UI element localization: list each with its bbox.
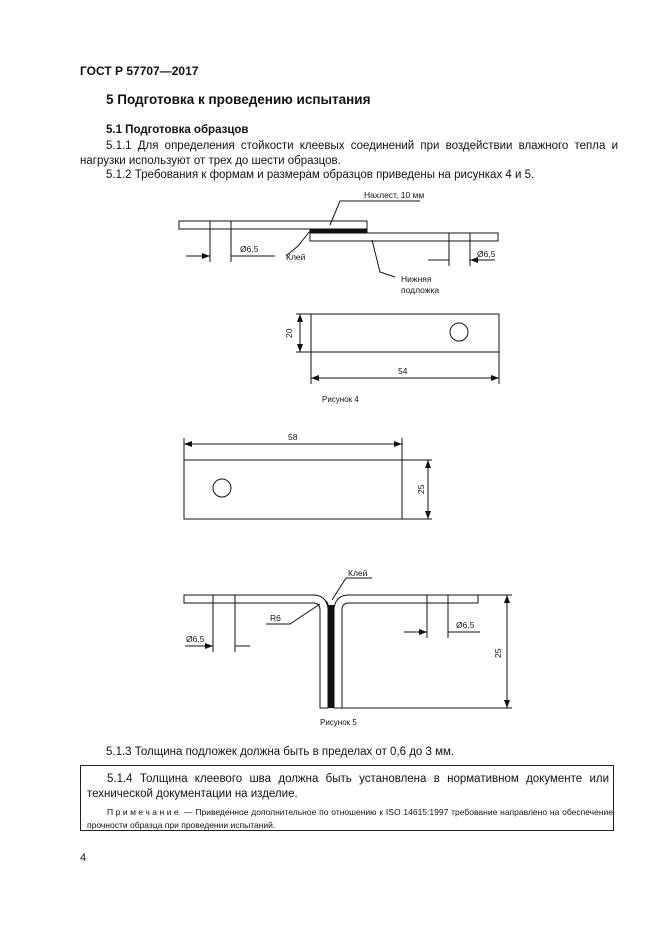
figure5-caption: Рисунок 5	[320, 718, 357, 727]
fig5-radius-label: R6	[270, 613, 281, 623]
fig5-dim-vertical: 25	[493, 648, 503, 658]
overlap-label: Нахлест, 10 мм	[364, 190, 424, 200]
fig5-glue-label: Клей	[348, 568, 368, 578]
fig5-hole	[212, 478, 232, 498]
fig4-hole-left-label: Ø6,5	[240, 244, 259, 254]
page-number: 4	[80, 852, 87, 864]
fig5-left-substrate	[183, 594, 329, 709]
lower-substrate-label-2: подложка	[401, 285, 439, 295]
fig4-dim-height: 20	[284, 328, 294, 338]
paragraph-5-1-1: 5.1.1 Для определения стойкости клеевых …	[80, 140, 618, 167]
fig5-dim-length: 58	[288, 432, 298, 442]
note-label: Примечание	[107, 807, 182, 817]
figure4-side-view	[178, 200, 499, 278]
upper-substrate	[178, 220, 368, 230]
note-text: — Приведенное дополнительное по отношени…	[87, 807, 613, 830]
figure5-plan-view	[183, 438, 432, 520]
figure4-plan-view	[296, 313, 500, 384]
fig5-hole-left-label: Ø6,5	[186, 634, 205, 644]
lower-substrate	[309, 232, 499, 242]
fig5-dim-height: 25	[416, 484, 426, 494]
fig4-hole	[449, 322, 469, 342]
document-header: ГОСТ Р 57707—2017	[80, 64, 199, 78]
adhesive-layer	[309, 228, 368, 234]
fig4-plate	[310, 313, 500, 353]
note: Примечание — Приведенное дополнительное …	[81, 806, 613, 832]
fig4-hole-right-label: Ø6,5	[477, 249, 496, 259]
fig5-adhesive	[328, 605, 334, 708]
added-requirement-box: 5.1.4 Толщина клеевого шва должна быть у…	[80, 765, 614, 831]
fig5-right-substrate	[333, 594, 479, 709]
paragraph-5-1-4: 5.1.4 Толщина клеевого шва должна быть у…	[87, 773, 609, 800]
fig5-hole-right-label: Ø6,5	[456, 620, 475, 630]
fig4-glue-label: Клей	[286, 252, 306, 262]
figure5-side-view	[183, 577, 512, 709]
section-title: 5 Подготовка к проведению испытания	[106, 92, 371, 107]
figure4-caption: Рисунок 4	[322, 395, 359, 404]
paragraph-5-1-2: 5.1.2 Требования к формам и размерам обр…	[106, 169, 535, 181]
lower-substrate-label-1: Нижняя	[401, 274, 432, 284]
subsection-title: 5.1 Подготовка образцов	[106, 124, 249, 136]
fig4-dim-length: 54	[398, 366, 408, 376]
paragraph-5-1-3: 5.1.3 Толщина подложек должна быть в пре…	[106, 746, 455, 758]
